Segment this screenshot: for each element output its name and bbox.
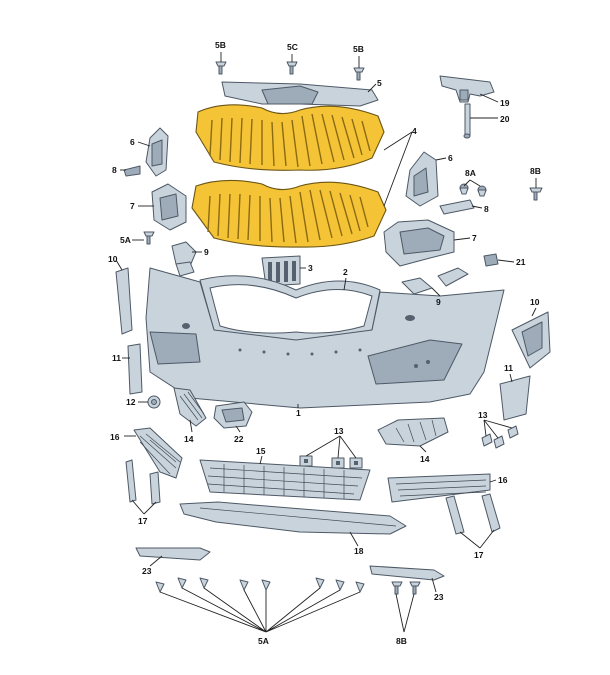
trim-strip-part-23-right: [369, 565, 445, 581]
label-9-left: 9: [204, 247, 209, 257]
label-16-left: 16: [110, 432, 120, 442]
fog-frame-part-9-left: [171, 241, 197, 277]
screw-5B-right: [353, 67, 365, 81]
label-8B-top: 8B: [530, 166, 541, 176]
grille-part-4-upper: [195, 104, 385, 171]
bracket-part-7-left: [151, 183, 187, 231]
screw-8B-top: [529, 187, 543, 201]
cap-part-21: [483, 253, 499, 267]
center-grille-part-15: [199, 459, 371, 501]
trim-part-11-right: [499, 375, 531, 421]
strips-part-17-right: [445, 493, 501, 535]
sensor-part-12: [147, 395, 161, 409]
bracket-part-19: [439, 75, 495, 103]
label-3: 3: [308, 263, 313, 273]
label-6-left: 6: [130, 137, 135, 147]
label-5A-bottom: 5A: [258, 636, 269, 646]
label-21: 21: [516, 257, 526, 267]
screw-5C: [286, 61, 298, 75]
screws-5A-bottom: [155, 577, 365, 593]
label-10-right: 10: [530, 297, 540, 307]
label-2: 2: [343, 267, 348, 277]
label-20: 20: [500, 114, 510, 124]
clips-part-13-right: [481, 425, 519, 449]
fog-cover-part-14-left: [173, 387, 207, 427]
label-18: 18: [354, 546, 364, 556]
leader-lines: [115, 52, 537, 633]
clip-part-8-right: [439, 199, 475, 215]
side-panel-part-10-left: [115, 267, 133, 335]
label-5: 5: [377, 78, 382, 88]
label-6-right: 6: [448, 153, 453, 163]
label-14-right: 14: [420, 454, 430, 464]
label-4: 4: [412, 126, 417, 136]
label-8-left: 8: [112, 165, 117, 175]
label-14-left: 14: [184, 434, 194, 444]
label-5C: 5C: [287, 42, 298, 52]
part-labels: 5B 5C 5B 5 19 20 4 6 8 6 8A 8B 8 7 7 5A …: [108, 40, 541, 646]
bumper-cover-part-1: [145, 267, 505, 409]
label-8A: 8A: [465, 168, 476, 178]
label-7-right: 7: [472, 233, 477, 243]
fog-frame-part-9-right: [401, 267, 469, 295]
label-8B-bottom: 8B: [396, 636, 407, 646]
label-7-left: 7: [130, 201, 135, 211]
clip-part-8-left: [123, 165, 141, 177]
screws-8B-bottom: [391, 581, 421, 595]
bracket-part-7-right: [383, 219, 455, 267]
side-panel-part-10-right: [511, 311, 551, 369]
trim-strip-part-23-left: [135, 547, 211, 561]
label-22: 22: [234, 434, 244, 444]
lower-spoiler-part-18: [179, 501, 407, 535]
label-5A-left: 5A: [120, 235, 131, 245]
label-11-right: 11: [504, 363, 513, 373]
lower-grille-part-16-right: [387, 473, 491, 503]
trim-part-11-left: [127, 343, 143, 395]
strips-part-17-left: [125, 459, 161, 505]
label-12: 12: [126, 397, 136, 407]
label-13-center: 13: [334, 426, 344, 436]
upper-cover-part-5: [221, 81, 379, 107]
label-17-left: 17: [138, 516, 148, 526]
lower-grille-part-16-left: [133, 427, 183, 479]
label-5B-right: 5B: [353, 44, 364, 54]
label-13-right: 13: [478, 410, 488, 420]
label-16-right: 16: [498, 475, 508, 485]
label-23-left: 23: [142, 566, 152, 576]
screw-5B-left: [215, 61, 227, 75]
bracket-part-6-left: [145, 127, 169, 177]
label-11-left: 11: [112, 353, 121, 363]
fog-cover-part-14-right: [377, 417, 449, 447]
pin-part-20: [463, 103, 471, 139]
label-23-right: 23: [434, 592, 444, 602]
label-8-right: 8: [484, 204, 489, 214]
screw-5A-left: [143, 231, 155, 245]
label-9-right: 9: [436, 297, 441, 307]
label-17-right: 17: [474, 550, 484, 560]
label-19: 19: [500, 98, 510, 108]
label-15: 15: [256, 446, 266, 456]
bracket-part-22: [213, 401, 253, 429]
label-10-left: 10: [108, 254, 118, 264]
insert-part-3: [261, 255, 301, 287]
label-1: 1: [296, 408, 301, 418]
grille-part-4-lower: [191, 179, 387, 248]
grille-frame-part-2: [199, 275, 381, 342]
clips-part-8A: [459, 183, 487, 197]
bracket-part-6-right: [405, 151, 439, 207]
label-5B-left: 5B: [215, 40, 226, 50]
